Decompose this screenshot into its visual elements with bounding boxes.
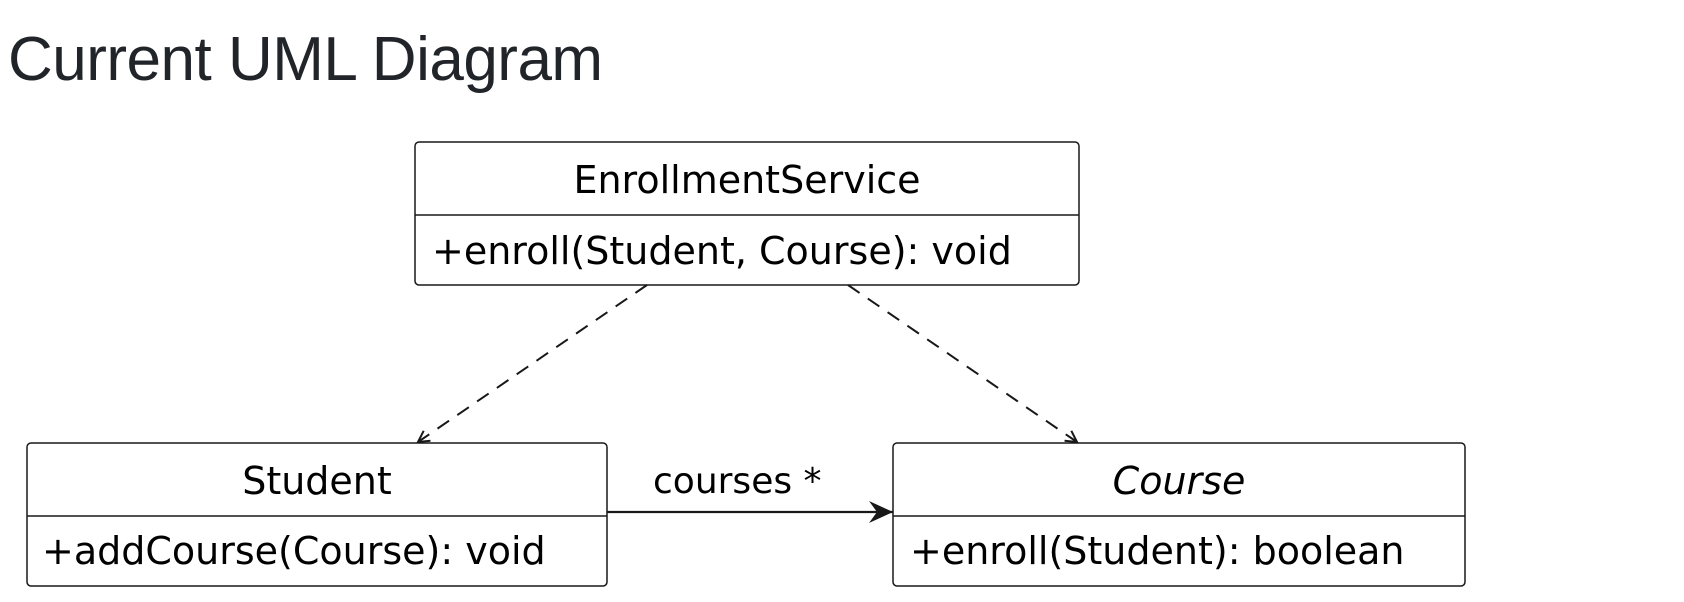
association-label: courses *: [653, 461, 822, 502]
class-name: EnrollmentService: [573, 158, 920, 202]
page-title: Current UML Diagram: [8, 25, 603, 94]
class-box: [892, 442, 1466, 587]
class-method: +enroll(Student, Course): void: [432, 229, 1012, 273]
class-box: [26, 442, 608, 587]
dependency-arrow-course: [847, 284, 1077, 442]
dependency-arrow-student: [418, 284, 648, 442]
class-box: [414, 141, 1080, 286]
class-method: +enroll(Student): boolean: [910, 529, 1405, 573]
class-method: +addCourse(Course): void: [42, 529, 546, 573]
class-name: Student: [242, 459, 392, 503]
class-name: Course: [1113, 459, 1246, 503]
class-course[interactable]: Course +enroll(Student): boolean: [892, 442, 1466, 587]
class-student[interactable]: Student +addCourse(Course): void: [26, 442, 608, 587]
class-enrollment-service[interactable]: EnrollmentService +enroll(Student, Cours…: [414, 141, 1080, 286]
